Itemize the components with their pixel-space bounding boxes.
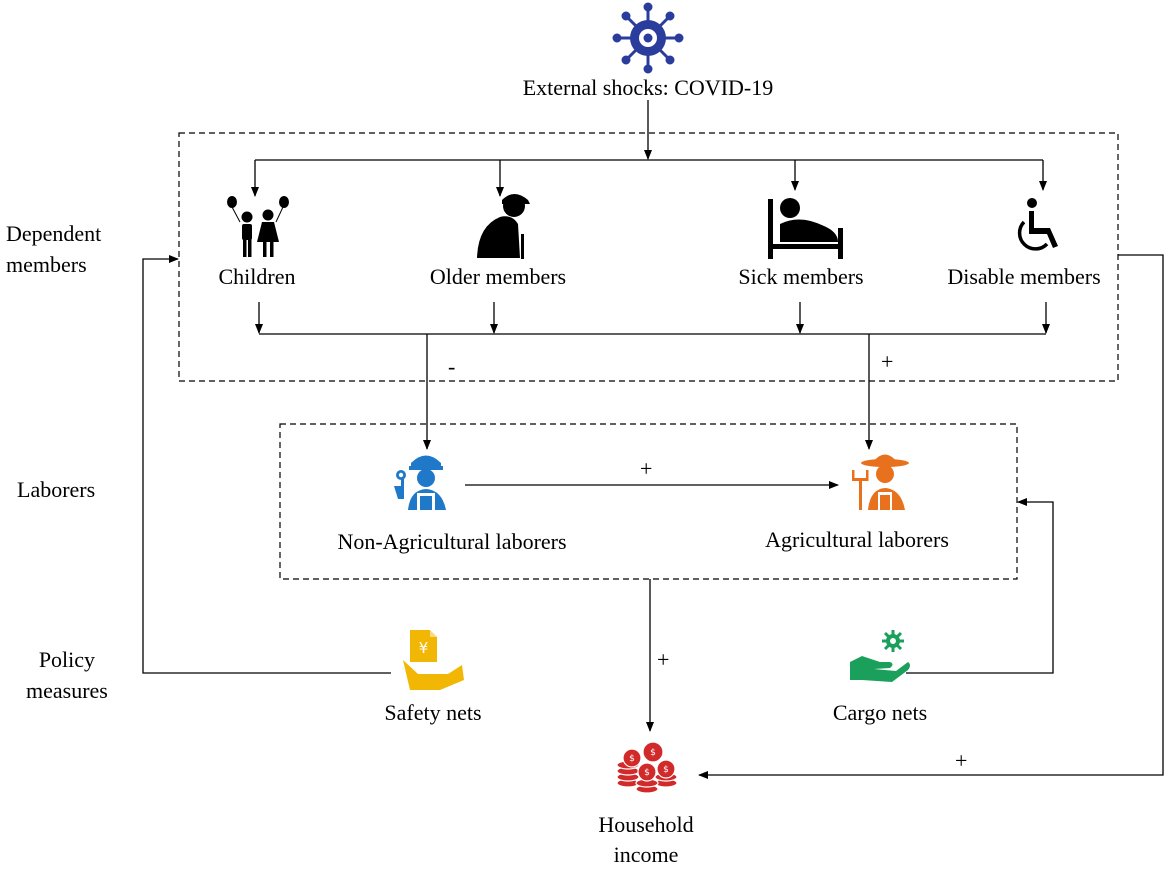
svg-text:$: $ [644, 768, 650, 778]
nonag-laborers-label: Non-Agricultural laborers [337, 529, 567, 554]
row-label-dependent-line2: members [6, 252, 87, 277]
older-members-label: Older members [429, 264, 567, 289]
svg-text:¥: ¥ [419, 639, 429, 657]
farmer-icon [852, 454, 909, 510]
svg-text:$: $ [629, 754, 635, 764]
laborers-box [279, 423, 1018, 580]
worker-icon [394, 455, 446, 510]
arrow-cargo-nets-to-laborers [906, 498, 1054, 674]
children-label: Children [218, 264, 296, 289]
gear-hand-icon [850, 630, 910, 682]
svg-text:$: $ [650, 748, 656, 758]
safety-nets-label: Safety nets [384, 700, 482, 725]
sign-labor-to-income: + [657, 647, 670, 672]
disable-members-label: Disable members [947, 264, 1101, 289]
wheelchair-icon [1017, 198, 1058, 251]
row-label-laborers: Laborers [17, 477, 96, 502]
sick-members-label: Sick members [738, 264, 864, 289]
coins-icon: $ $ $ $ [616, 741, 678, 794]
cargo-nets-label: Cargo nets [832, 700, 928, 725]
arrow-safety-nets-to-dependents [142, 255, 391, 674]
virus-icon [612, 2, 684, 74]
row-label-dependent-line1: Dependent [6, 221, 102, 246]
sign-nonag-to-ag: + [640, 456, 653, 481]
sign-dependents-to-ag: + [881, 349, 894, 374]
ag-laborers-label: Agricultural laborers [765, 527, 949, 552]
shock-label: External shocks: COVID-19 [522, 75, 774, 100]
children-icon [227, 196, 289, 257]
household-income-line2: income [613, 842, 679, 867]
row-label-policy-line1: Policy [38, 647, 96, 672]
row-label-policy: Policy measures [26, 644, 108, 706]
row-label-policy-line2: measures [26, 678, 108, 703]
household-income-label: Household income [598, 810, 693, 870]
dependent-members-box [178, 132, 1119, 382]
sick-bed-icon [768, 198, 843, 259]
row-label-dependent: Dependent members [6, 218, 101, 280]
elderly-person-icon [477, 194, 530, 259]
safety-net-hand-icon: ¥ [403, 630, 464, 690]
svg-text:$: $ [663, 765, 669, 775]
household-income-line1: Household [598, 812, 694, 837]
sign-dependents-to-income: + [955, 748, 968, 773]
sign-dependents-to-nonag: - [448, 354, 456, 379]
arrow-dependents-to-income [698, 254, 1164, 779]
